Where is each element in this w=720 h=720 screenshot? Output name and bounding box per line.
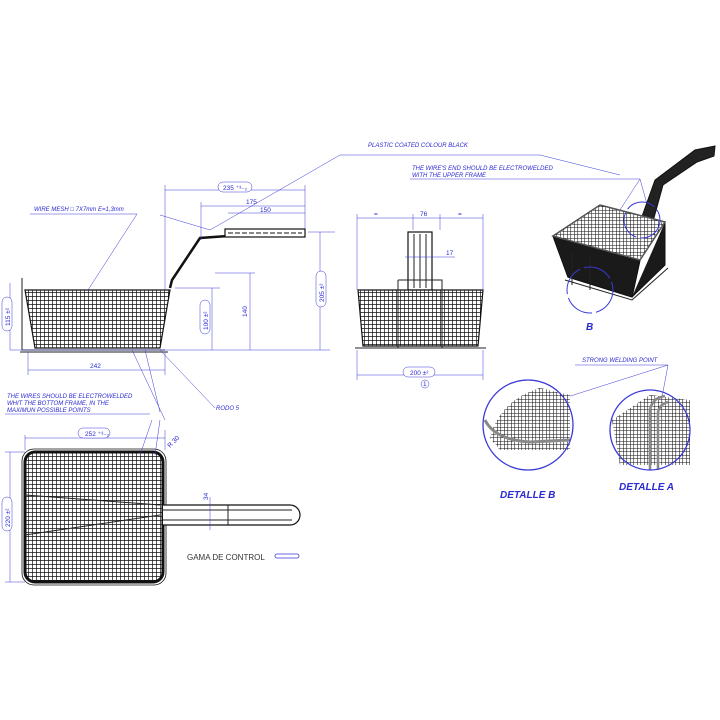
dim-220: 220 ±² xyxy=(5,508,12,527)
iso-handle xyxy=(639,145,716,226)
top-view: 252 ⁺³₋₂ R 30 34 220 ±² xyxy=(1,419,301,586)
note-bottom-2: WHIT THE BOTTOM FRAME, IN THE xyxy=(7,401,110,407)
gama-symbol xyxy=(274,553,300,559)
detail-b-label: DETALLE B xyxy=(500,490,555,501)
dim-r30: R 30 xyxy=(166,434,181,449)
note-wire-end-2: WITH THE UPPER FRAME xyxy=(412,173,487,179)
dim-100: 100 ±² xyxy=(203,311,210,330)
dim-205: 205 ±² xyxy=(319,283,326,302)
top-handle xyxy=(163,504,301,526)
front-basket xyxy=(357,289,484,347)
dim-34: 34 xyxy=(203,492,210,500)
iso-view: B xyxy=(551,145,716,333)
dim-200: 200 ±² xyxy=(410,370,429,377)
label-b: B xyxy=(586,322,593,333)
dim-242: 242 xyxy=(90,363,101,370)
note-bottom-3: MAXIMUN POSSIBLE POINTS xyxy=(7,408,91,414)
dim-115: 115 ±² xyxy=(5,307,12,326)
detail-b: DETALLE B xyxy=(482,379,574,501)
dim-equal-right: = xyxy=(458,211,462,218)
side-handle-wire xyxy=(168,234,229,289)
detail-a: DETALLE A xyxy=(609,389,691,493)
note-plastic-coated: PLASTIC COATED COLOUR BLACK xyxy=(368,143,469,149)
gama-de-control-label: GAMA DE CONTROL xyxy=(187,553,265,562)
dim-76: 76 xyxy=(420,211,428,218)
ref-1: 1 xyxy=(423,381,427,388)
dim-140: 140 xyxy=(242,306,249,317)
dim-175: 175 xyxy=(246,199,257,206)
dim-252: 252 ⁺³₋₂ xyxy=(85,431,110,438)
note-wire-end-1: THE WIRE'S END SHOULD BE ELECTROWELDED xyxy=(412,166,554,172)
side-view: 235 ⁺³₋₂ 175 150 205 ±² 140 100 ±² 115 ±… xyxy=(1,154,621,421)
dim-235: 235 ⁺³₋₂ xyxy=(223,185,248,192)
note-wire-mesh: WIRE MESH □ 7X7mm E=1,3mm xyxy=(34,207,124,213)
note-bottom-1: THE WIRES SHOULD BE ELECTROWELDED xyxy=(7,394,133,400)
dim-equal-left: = xyxy=(374,211,378,218)
front-view: = 76 = 17 200 ±² 1 xyxy=(355,211,486,389)
dim-150: 150 xyxy=(260,207,271,214)
dim-17: 17 xyxy=(446,250,454,257)
side-basket xyxy=(24,289,171,349)
note-rod: RODO 5 xyxy=(216,406,240,412)
detail-a-label: DETALLE A xyxy=(619,482,674,493)
note-strong-weld: STRONG WELDING POINT xyxy=(582,358,659,364)
top-basket xyxy=(23,450,165,584)
